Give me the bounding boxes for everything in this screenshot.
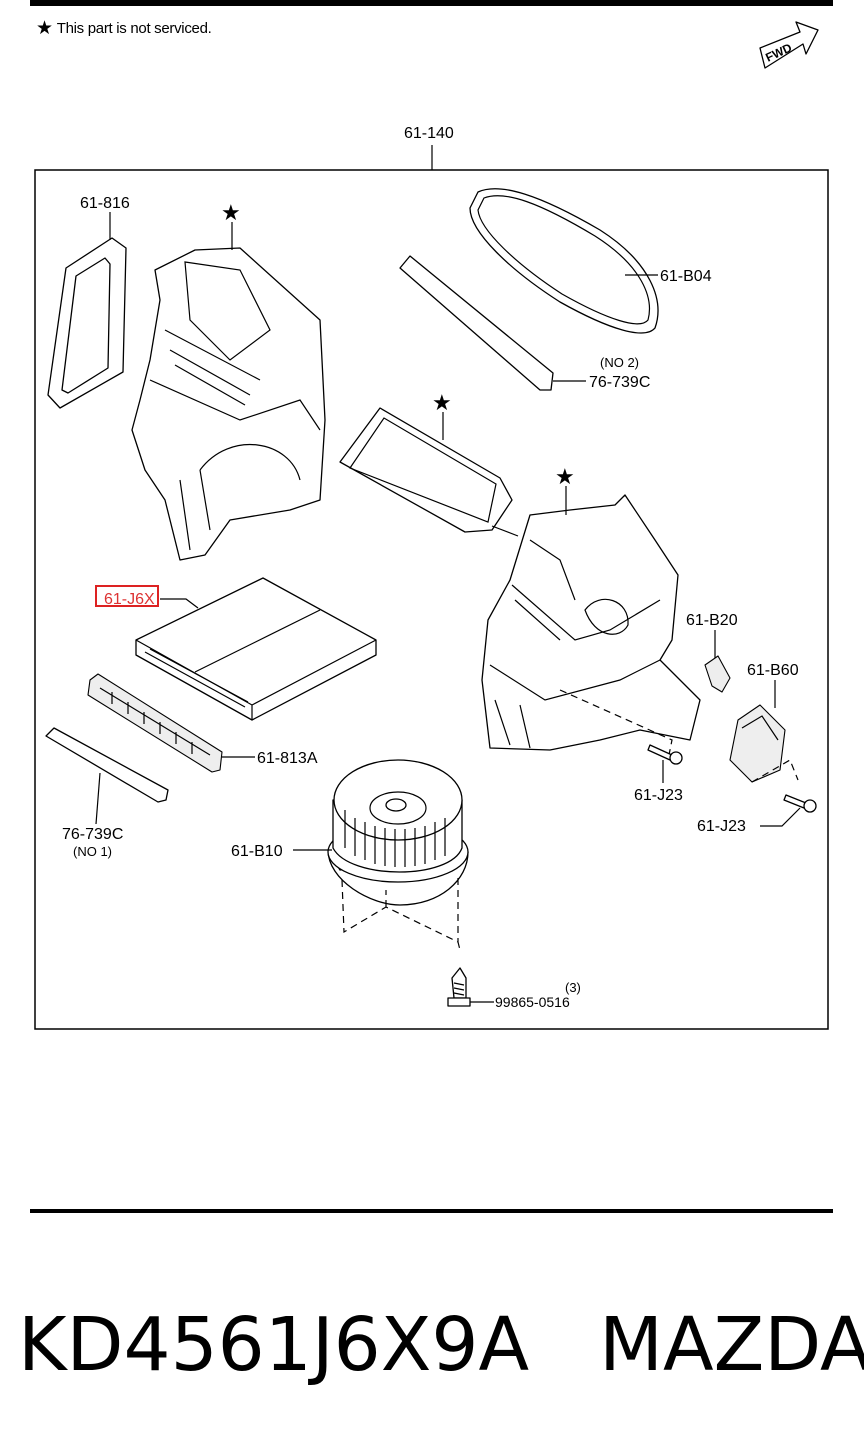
star-icon: ★ (432, 391, 452, 416)
bottom-rule (30, 1209, 833, 1213)
strip-76-739C-no2 (399, 255, 554, 391)
label-76-739C-bottom: 76-739C (62, 826, 123, 843)
label-no2: (NO 2) (600, 355, 639, 370)
label-61-B20: 61-B20 (686, 612, 738, 629)
screw-99865-0516 (447, 967, 471, 1007)
label-61-816: 61-816 (80, 195, 130, 212)
top-rule (30, 0, 833, 6)
label-61-813A: 61-813A (257, 750, 318, 767)
screw-61-J23-a (647, 744, 683, 765)
label-qty-3: (3) (565, 980, 581, 995)
star-icon: ★ (555, 465, 575, 490)
star-icon: ★ (221, 201, 241, 226)
filter-61-J6X (135, 577, 377, 721)
gasket-61-B04 (469, 188, 659, 334)
label-61-B04: 61-B04 (660, 268, 712, 285)
blower-61-B10 (327, 759, 469, 906)
label-61-B60: 61-B60 (747, 662, 799, 679)
seal-61-816 (47, 237, 127, 409)
part-footer: KD4561J6X9A MAZDA (18, 1300, 864, 1390)
highlight-61-J6X (95, 585, 159, 607)
label-61-J23-b: 61-J23 (697, 818, 746, 835)
label-61-J6X: 61-J6X (104, 591, 155, 608)
label-61-B10: 61-B10 (231, 843, 283, 860)
brand-name: MAZDA (599, 1302, 864, 1388)
grille-61-813A (87, 673, 223, 773)
label-no1: (NO 1) (73, 844, 112, 859)
parts-diagram: FWD 61-140 61-816 ★ 61-B04 (NO 2) 76-739… (34, 21, 829, 1030)
housing-right (481, 494, 701, 761)
label-61-J23-a: 61-J23 (634, 787, 683, 804)
part-number: KD4561J6X9A (18, 1302, 530, 1388)
fwd-label: FWD (763, 40, 794, 64)
note-text: This part is not serviced. (56, 20, 212, 37)
not-serviced-note: ★This part is not serviced. (36, 17, 212, 40)
air-guide (339, 407, 519, 537)
screw-61-J23-b (783, 794, 817, 813)
label-99865-0516: 99865-0516 (495, 994, 570, 1010)
strip-76-739C-no1 (45, 727, 169, 803)
star-icon: ★ (36, 18, 53, 39)
actuator-61-B60 (729, 704, 799, 783)
label-61-140: 61-140 (404, 125, 454, 142)
clip-61-B20 (704, 655, 731, 693)
fwd-arrow-icon: FWD (759, 21, 819, 69)
housing-left (131, 247, 326, 561)
label-76-739C-top: 76-739C (589, 374, 650, 391)
assembly-frame (34, 169, 829, 1030)
